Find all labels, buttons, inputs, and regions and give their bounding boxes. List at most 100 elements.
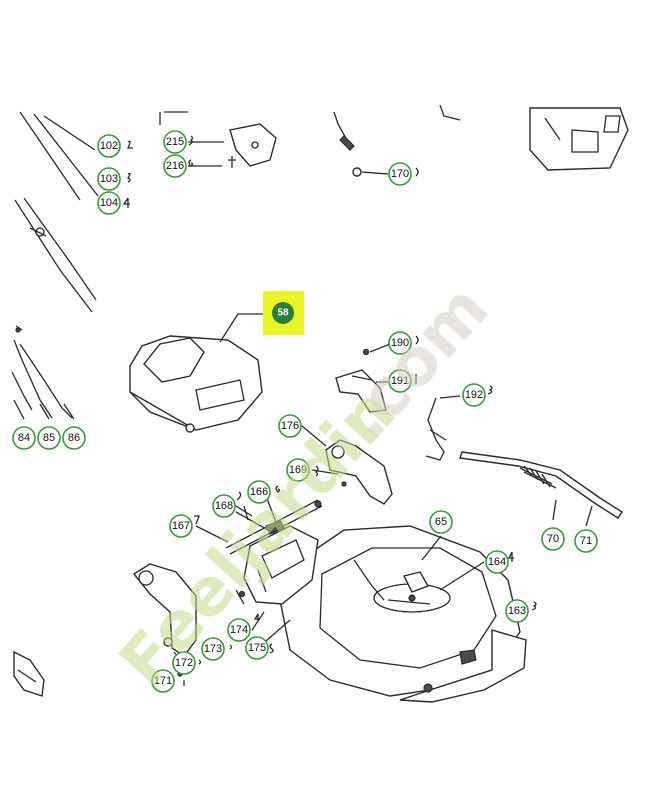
callout-number: 71: [580, 535, 592, 547]
callout-circle: [62, 426, 86, 450]
callout-number: 171: [154, 675, 172, 687]
callout-190[interactable]: 190: [388, 331, 412, 355]
callout-172[interactable]: 172: [172, 651, 196, 675]
line-art: [11, 104, 629, 703]
callout-circle: [97, 167, 121, 191]
callout-number: 215: [166, 136, 184, 148]
callout-circle: [388, 162, 412, 186]
callout-circle: [163, 154, 187, 178]
callout-number: 175: [248, 642, 266, 654]
callout-number: 169: [289, 464, 307, 476]
callout-circle: [172, 651, 196, 675]
callout-circle: [388, 369, 412, 393]
callout-labels: 102 103 104 215 216 170 84 85 86 190 191 192 176 169 1…: [12, 130, 598, 693]
bracket-fragment-icon: [13, 650, 45, 697]
callout-216[interactable]: 216: [163, 154, 187, 178]
highlight-58[interactable]: 58: [263, 291, 304, 335]
callout-number: 168: [215, 500, 233, 512]
callout-176[interactable]: 176: [278, 414, 302, 438]
callout-number: 65: [435, 516, 447, 528]
callout-163[interactable]: 163: [505, 599, 529, 623]
callout-circle: [541, 527, 565, 551]
spring-clip-192-icon: [425, 397, 447, 461]
callout-circle: [227, 618, 251, 642]
callout-71[interactable]: 71: [574, 529, 598, 553]
callout-number: 190: [391, 337, 409, 349]
mower-deck-icon: [279, 525, 527, 703]
callout-84[interactable]: 84: [12, 426, 36, 450]
callout-171[interactable]: 171: [151, 669, 175, 693]
callout-circle: [388, 331, 412, 355]
handle-rod-71-icon: [459, 451, 623, 519]
watermark-text-domain: .com: [327, 270, 504, 454]
callout-circle: [163, 130, 187, 154]
engine-icon: [529, 107, 629, 171]
callout-175[interactable]: 175: [245, 636, 269, 660]
callout-174[interactable]: 174: [227, 618, 251, 642]
callout-circle: [212, 494, 236, 518]
callout-number: 84: [18, 432, 30, 444]
callout-192[interactable]: 192: [462, 383, 486, 407]
callout-circle: [505, 599, 529, 623]
callout-173[interactable]: 173: [201, 637, 225, 661]
callout-circle: [485, 550, 509, 574]
callout-102[interactable]: 102: [97, 134, 121, 158]
callout-166[interactable]: 166: [247, 480, 271, 504]
callout-191[interactable]: 191: [388, 369, 412, 393]
handle-upper-left-icon: [14, 111, 99, 313]
callout-70[interactable]: 70: [541, 527, 565, 551]
callout-170[interactable]: 170: [388, 162, 412, 186]
callout-103[interactable]: 103: [97, 167, 121, 191]
callout-circle: [574, 529, 598, 553]
callout-number: 86: [68, 432, 80, 444]
callout-number: 216: [166, 160, 184, 172]
callout-number: 104: [100, 197, 118, 209]
callout-circle: [247, 480, 271, 504]
callout-number: 102: [100, 140, 118, 152]
callout-167[interactable]: 167: [169, 514, 193, 538]
cable-170-icon: [333, 104, 461, 177]
deflector-cover-58-icon: [129, 335, 263, 433]
handle-lower-left-icon: [11, 325, 73, 419]
rear-flap-191-icon: [335, 348, 387, 413]
bracket-215-icon: [159, 111, 277, 168]
callout-number: 166: [250, 486, 268, 498]
wheel-bracket-172-icon: [132, 525, 319, 677]
callout-circle: [97, 191, 121, 215]
callout-number: 103: [100, 173, 118, 185]
callout-number: 191: [391, 375, 409, 387]
callout-164[interactable]: 164: [485, 550, 509, 574]
callout-85[interactable]: 85: [37, 426, 61, 450]
callout-number: 172: [175, 657, 193, 669]
callout-86[interactable]: 86: [62, 426, 86, 450]
callout-104[interactable]: 104: [97, 191, 121, 215]
callout-circle: [245, 636, 269, 660]
callout-215[interactable]: 215: [163, 130, 187, 154]
side-plate-176-icon: [325, 439, 393, 505]
callout-168[interactable]: 168: [212, 494, 236, 518]
axle-rod-167-icon: [225, 499, 323, 555]
callout-169[interactable]: 169: [286, 458, 310, 482]
callout-circle: [12, 426, 36, 450]
callout-number: 173: [204, 643, 222, 655]
callout-number: 176: [281, 420, 299, 432]
callout-circle: [151, 669, 175, 693]
highlight-callout-circle: [272, 302, 294, 324]
callout-number: 174: [230, 624, 248, 636]
callout-number: 70: [547, 533, 559, 545]
callout-number: 167: [172, 520, 190, 532]
callout-circle: [201, 637, 225, 661]
callout-circle: [97, 134, 121, 158]
callout-number: 85: [43, 432, 55, 444]
callout-65[interactable]: 65: [429, 510, 453, 534]
callout-number: 163: [508, 605, 526, 617]
highlight-callout-label: 58: [277, 308, 289, 319]
callout-number: 170: [391, 168, 409, 180]
callout-number: 192: [465, 389, 483, 401]
callout-circle: [37, 426, 61, 450]
callout-circle: [462, 383, 486, 407]
callout-circle: [429, 510, 453, 534]
callout-number: 164: [488, 556, 506, 568]
callout-circle: [278, 414, 302, 438]
